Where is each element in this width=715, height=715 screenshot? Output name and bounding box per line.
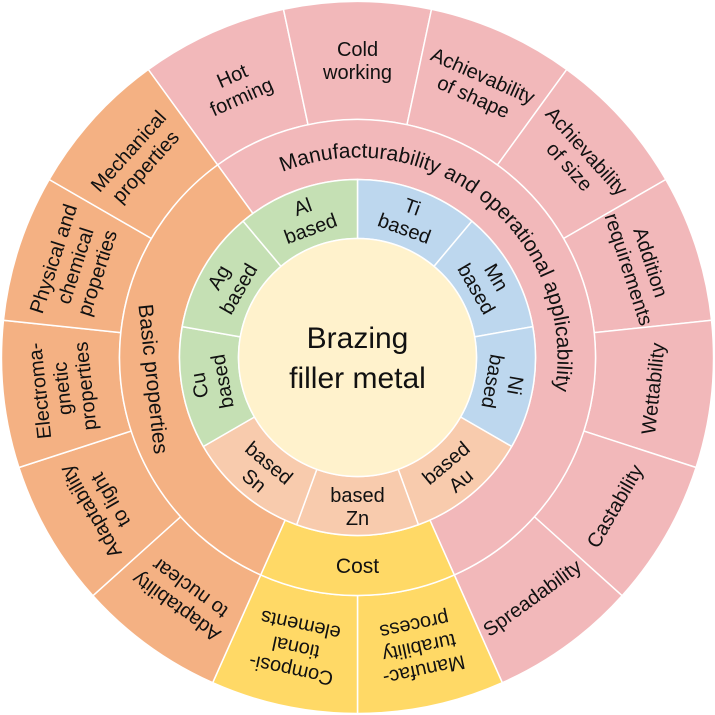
cost-label: Cost xyxy=(336,555,379,578)
inner-ring: TibasedMnbasedNibasedbasedAubasedZnbased… xyxy=(178,178,537,537)
inner-segment-label-line: Ni xyxy=(502,374,527,396)
inner-segment-label-line: Zn xyxy=(346,508,369,530)
outer-segment-label-line: Cold xyxy=(337,39,378,61)
center-title: Brazing xyxy=(307,322,409,355)
cost-label-line: Cost xyxy=(336,555,379,578)
center-circle xyxy=(237,237,478,478)
inner-segment-label-line: based xyxy=(330,485,385,507)
center-subtitle: filler metal xyxy=(289,362,426,395)
inner-segment-label-line: Ti xyxy=(401,195,423,221)
inner-segment-label-line: Cu xyxy=(187,371,213,400)
outer-segment-label-line: working xyxy=(322,62,392,84)
